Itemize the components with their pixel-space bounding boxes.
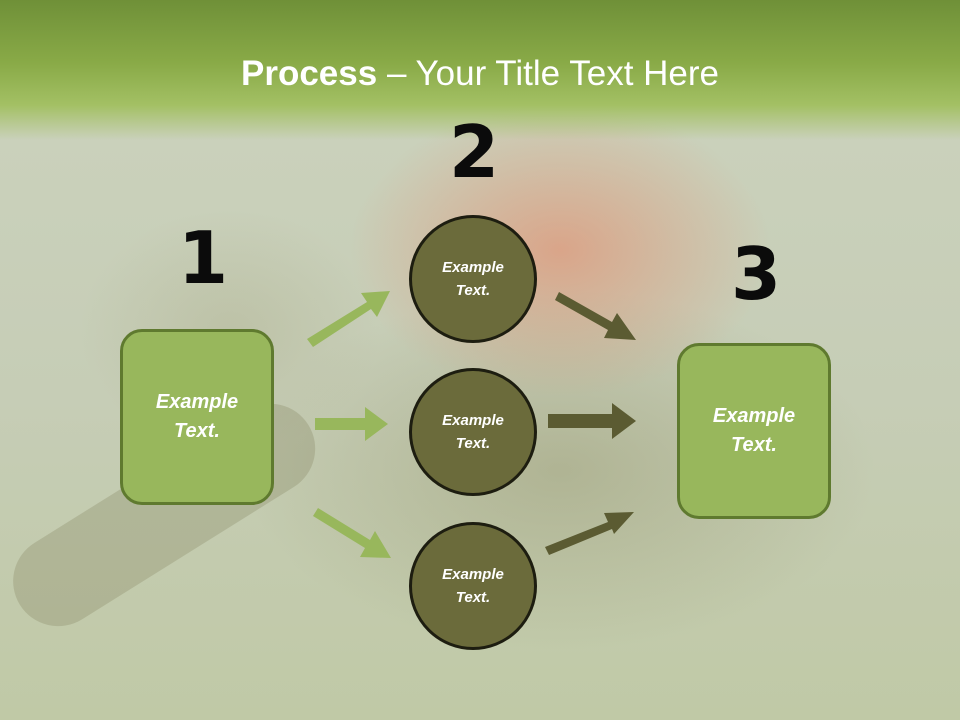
arrow-from-top-circle [555,292,636,340]
process-circle-top: Example Text. [409,215,537,343]
title-rest: – Your Title Text Here [377,54,719,93]
arrow-to-top-circle [307,291,390,347]
process-circle-middle: Example Text. [409,368,537,496]
output-box-text: Example Text. [712,405,796,456]
arrows-in [307,291,391,558]
input-box: Example Text. [120,329,274,505]
arrows-out [545,292,636,555]
output-box: Example Text. [677,343,831,519]
process-circle-bottom: Example Text. [409,522,537,650]
input-box-text: Example Text. [155,391,239,442]
arrow-from-bottom-circle [545,512,634,555]
arrow-to-bottom-circle [313,508,391,558]
slide-title: Process – Your Title Text Here [0,52,960,96]
title-bar [0,0,960,140]
step-number-2: 2 [449,110,500,194]
arrow-to-middle-circle [315,407,388,441]
process-circle-bottom-text: Example Text. [442,566,504,606]
step-number-1: 1 [178,216,229,300]
title-bold: Process [241,54,378,93]
step-number-3: 3 [731,232,782,316]
process-circle-top-text: Example Text. [442,259,504,299]
process-circle-middle-text: Example Text. [442,412,504,452]
arrow-from-middle-circle [548,403,636,439]
